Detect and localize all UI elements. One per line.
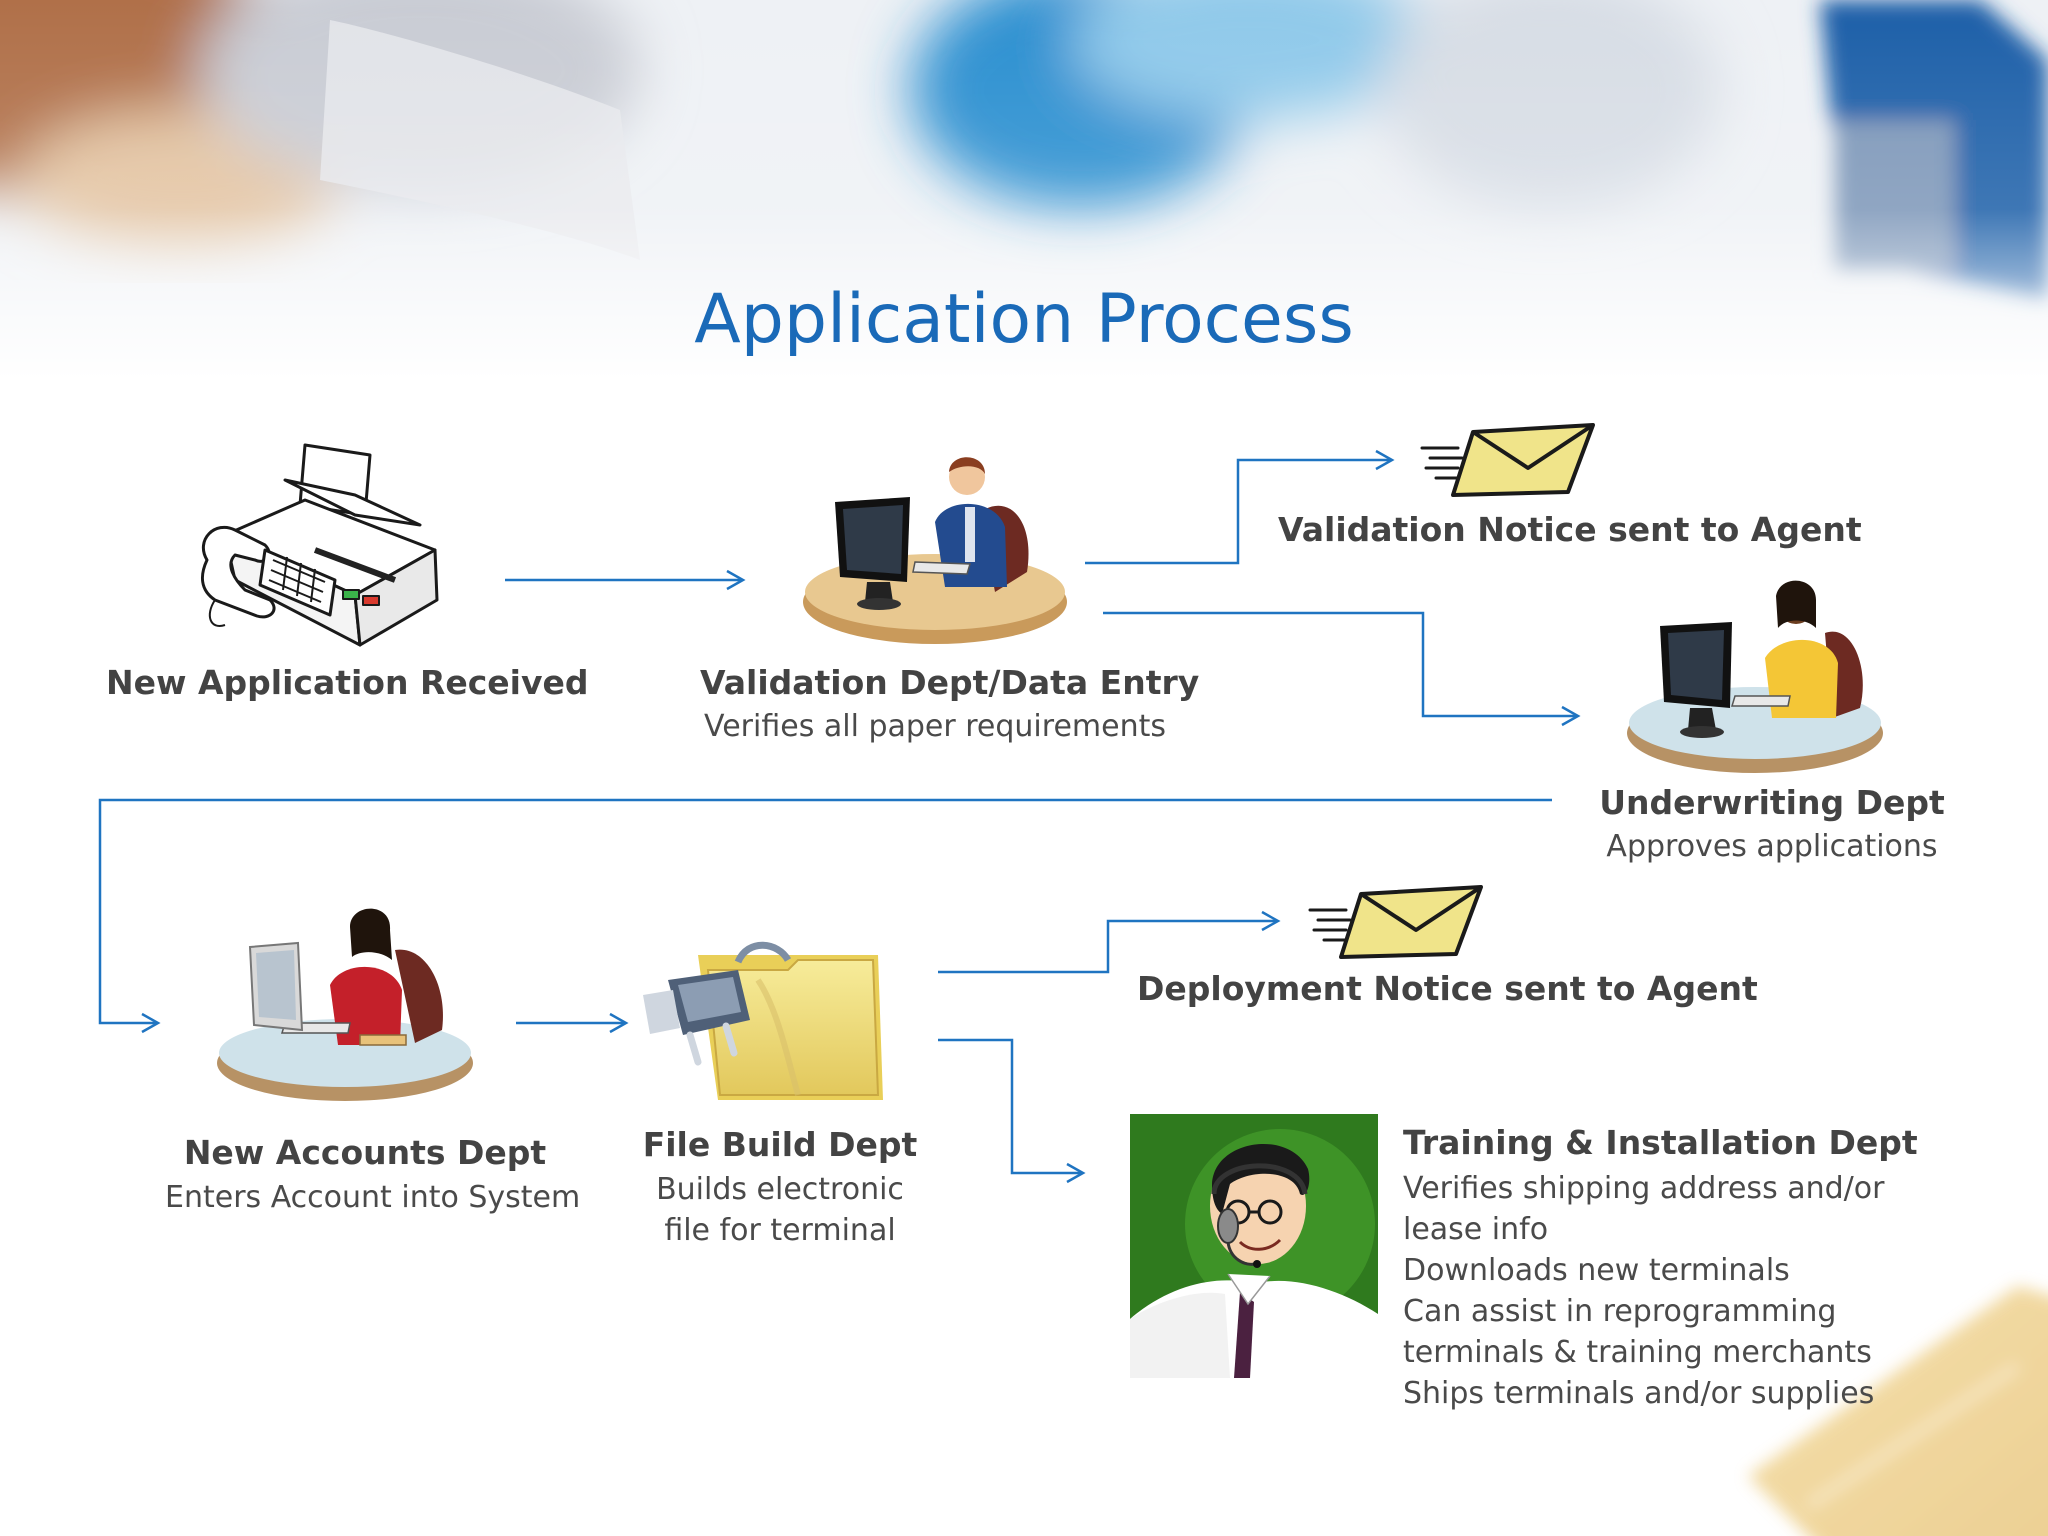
- file-build-subtitle-line-2: file for terminal: [664, 1213, 896, 1248]
- new-accounts-title: New Accounts Dept: [183, 1133, 547, 1172]
- deployment-notice-text: Deployment Notice sent to Agent: [1137, 969, 1758, 1008]
- training-subtitle-line-5: terminals & training merchants: [1403, 1335, 1872, 1370]
- new-application-title: New Application Received: [106, 663, 589, 702]
- training-subtitle-line-4: Can assist in reprogramming: [1403, 1294, 1837, 1329]
- training-subtitle-line-1: Verifies shipping address and/or: [1403, 1171, 1885, 1206]
- underwriting-subtitle: Approves applications: [1606, 829, 1938, 864]
- man-at-computer-icon: [803, 457, 1067, 644]
- arrow-validation-to-notice: [1085, 449, 1395, 565]
- validation-subtitle: Verifies all paper requirements: [704, 709, 1166, 744]
- headset-agent-icon: [1130, 1114, 1378, 1378]
- envelope-icon: [1420, 423, 1595, 497]
- file-build-title: File Build Dept: [642, 1125, 918, 1164]
- header-photo-background: [0, 0, 2048, 380]
- training-subtitle-line-2: lease info: [1403, 1212, 1549, 1247]
- arrow-file-build-to-notice: [938, 910, 1281, 974]
- envelope-icon: [1308, 885, 1483, 959]
- training-subtitle-line-3: Downloads new terminals: [1403, 1253, 1790, 1288]
- woman-at-computer-icon: [1627, 580, 1883, 773]
- arrow-validation-to-underwriting: [1103, 611, 1581, 727]
- woman-at-computer-red-icon: [217, 908, 473, 1101]
- training-title: Training & Installation Dept: [1403, 1123, 1918, 1162]
- underwriting-title: Underwriting Dept: [1599, 783, 1945, 822]
- plug-folder-icon: [643, 941, 883, 1100]
- validation-title: Validation Dept/Data Entry: [700, 663, 1200, 702]
- arrow-underwriting-to-new-accounts: [98, 798, 1552, 1034]
- file-build-subtitle-line-1: Builds electronic: [656, 1172, 904, 1207]
- fax-machine-icon: [201, 443, 439, 647]
- training-subtitle-line-6: Ships terminals and/or supplies: [1403, 1376, 1875, 1411]
- new-accounts-subtitle: Enters Account into System: [165, 1180, 581, 1215]
- card-photo-background: [1748, 1286, 2048, 1536]
- validation-notice-text: Validation Notice sent to Agent: [1278, 510, 1862, 549]
- arrow-file-build-to-training: [938, 1038, 1086, 1184]
- page-title: Application Process: [694, 280, 1354, 359]
